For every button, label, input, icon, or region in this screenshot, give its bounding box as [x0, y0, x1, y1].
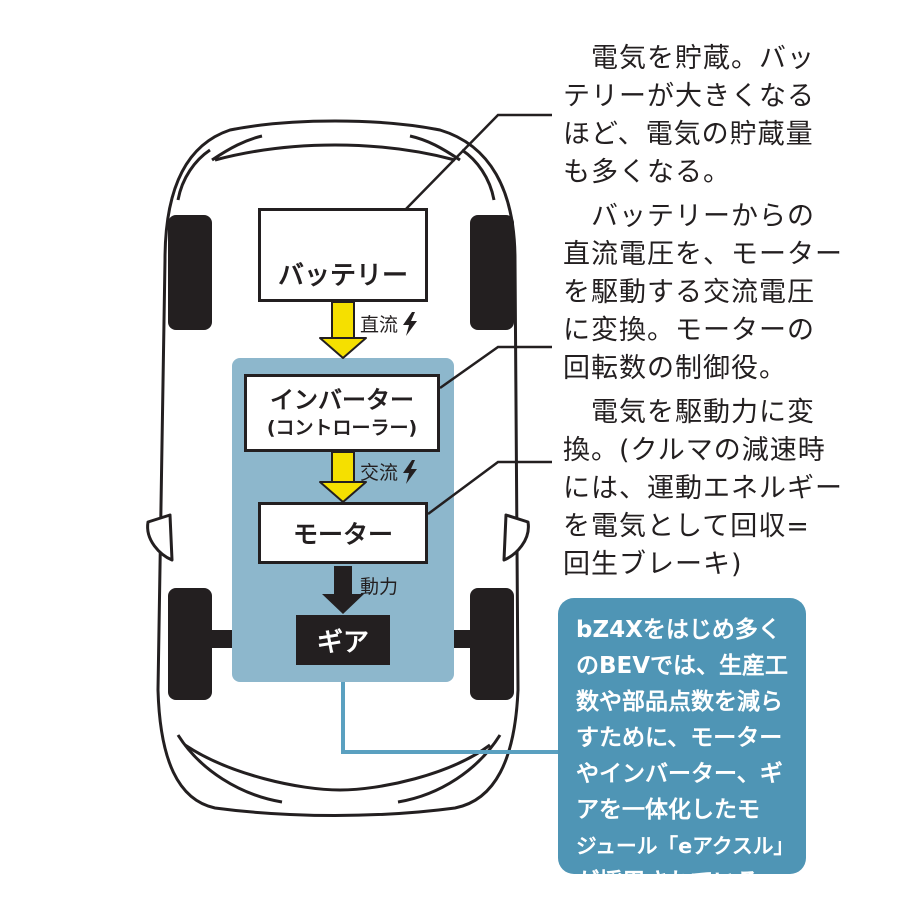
motor-box: モーター — [258, 502, 428, 564]
battery-box: バッテリー — [258, 208, 428, 302]
leader-lines — [404, 113, 552, 516]
e-axle-note: bZ4Xをはじめ多く のBEVでは、生産工 数や部品点数を減ら すために、モータ… — [558, 598, 806, 895]
wheels — [168, 215, 514, 700]
inverter-sublabel: (コントローラー) — [266, 417, 418, 439]
mirror-right — [502, 513, 530, 562]
gear-box: ギア — [296, 615, 390, 665]
lightning-bolt-icon — [403, 459, 418, 484]
flow-arrow-inverter-motor — [319, 451, 367, 503]
wheel-front-left — [168, 215, 212, 330]
wheel-rear-left — [168, 588, 212, 700]
caption-motor: 電気を駆動力に変 換。(クルマの減速時 には、運動エネルギー を電気として回収=… — [563, 397, 843, 580]
car-outline — [156, 119, 520, 817]
gear-label: ギア — [316, 627, 369, 658]
front-fender-right — [461, 148, 496, 201]
flow-label-power: 動力 — [360, 576, 399, 598]
leader-battery — [404, 113, 552, 211]
leader-inverter — [439, 345, 552, 390]
inverter-box: インバーター (コントローラー) — [244, 374, 440, 452]
lightning-bolt-icon — [403, 311, 418, 336]
leader-gear-note — [341, 682, 560, 754]
mirror-left — [146, 513, 174, 562]
battery-label: バッテリー — [277, 260, 408, 291]
wheel-rear-right — [470, 588, 514, 700]
car-body — [146, 119, 530, 817]
tail-curve-left — [176, 734, 283, 804]
wheel-front-right — [470, 215, 514, 330]
flow-arrow-motor-gear — [322, 566, 364, 614]
flow-arrow-battery-inverter — [319, 301, 367, 359]
flow-label-ac: 交流 — [360, 458, 418, 485]
motor-label: モーター — [292, 520, 393, 549]
hood-curve-left — [211, 134, 263, 162]
front-fender-left — [176, 148, 211, 201]
tail-curve-right — [397, 734, 502, 804]
rear-window-line — [184, 743, 491, 792]
flow-label-dc: 直流 — [360, 310, 418, 337]
inverter-label: インバーター — [270, 386, 414, 414]
leader-motor — [427, 460, 552, 516]
caption-battery: 電気を貯蔵。バッ テリーが大きくなる ほど、電気の貯蔵量 も多くなる。 — [563, 43, 815, 188]
windshield-line — [214, 143, 456, 162]
caption-inverter: バッテリーからの 直流電圧を、モーター を駆動する交流電圧 に変換。モーターの … — [563, 201, 843, 384]
